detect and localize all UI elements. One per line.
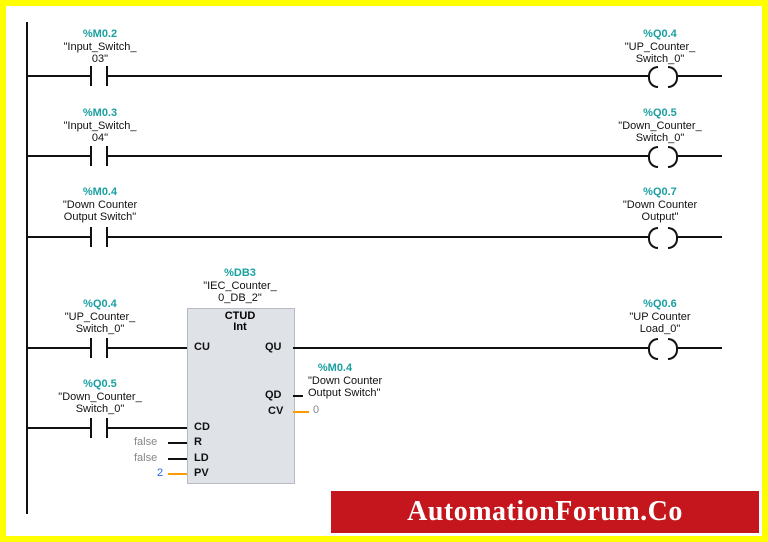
no-contact[interactable] <box>90 227 108 247</box>
db-tag: "IEC_Counter_ 0_DB_2" <box>203 280 277 304</box>
qd-address: %M0.4 <box>317 362 353 374</box>
rung-wire <box>293 347 648 349</box>
coil-tag: "UP_Counter_ Switch_0" <box>624 41 696 65</box>
qd-wire <box>293 395 303 397</box>
rung-wire <box>28 236 90 238</box>
rung-wire <box>28 155 90 157</box>
contact-tag: "Down Counter Output Switch" <box>62 199 138 223</box>
rung-wire <box>28 347 90 349</box>
output-coil[interactable] <box>648 338 678 360</box>
cu-contact[interactable] <box>90 338 108 358</box>
pin-cd: CD <box>194 421 210 433</box>
cd-contact-address: %Q0.5 <box>83 378 117 390</box>
contact-tag: "Input_Switch_ 03" <box>63 41 137 65</box>
coil-address: %Q0.4 <box>643 28 677 40</box>
rung-wire <box>678 155 722 157</box>
ld-wire <box>168 458 187 460</box>
contact-address: %M0.2 <box>82 28 118 40</box>
no-contact[interactable] <box>90 66 108 86</box>
db-address: %DB3 <box>224 267 256 279</box>
pin-r: R <box>194 436 202 448</box>
pv-value: 2 <box>157 467 164 479</box>
cd-contact[interactable] <box>90 418 108 438</box>
rung-wire <box>28 75 90 77</box>
coil-tag: "Down Counter Output" <box>622 199 698 223</box>
contact-address: %M0.4 <box>82 186 118 198</box>
ladder-diagram-editor <box>6 6 762 536</box>
qd-tag: "Down Counter Output Switch" <box>308 375 383 399</box>
qu-coil-address: %Q0.6 <box>643 298 677 310</box>
r-value: false <box>134 436 158 448</box>
rung-wire <box>678 75 722 77</box>
ld-value: false <box>134 452 158 464</box>
cu-contact-tag: "UP_Counter_ Switch_0" <box>64 311 136 335</box>
contact-tag: "Input_Switch_ 04" <box>63 120 137 144</box>
rung-wire <box>108 155 648 157</box>
pin-cu: CU <box>194 341 210 353</box>
rung-wire <box>678 347 722 349</box>
pin-cv: CV <box>268 405 284 417</box>
rung-wire <box>28 427 90 429</box>
left-power-rail <box>26 22 28 514</box>
rung-wire <box>108 427 187 429</box>
rung-wire <box>108 236 648 238</box>
coil-address: %Q0.7 <box>643 186 677 198</box>
r-wire <box>168 442 187 444</box>
pin-pv: PV <box>194 467 209 479</box>
watermark-banner: AutomationForum.Co <box>329 489 761 535</box>
rung-wire <box>108 347 187 349</box>
contact-address: %M0.3 <box>82 107 118 119</box>
cd-contact-tag: "Down_Counter_ Switch_0" <box>58 391 142 415</box>
cu-contact-address: %Q0.4 <box>83 298 117 310</box>
output-coil[interactable] <box>648 146 678 168</box>
pin-ld: LD <box>194 452 209 464</box>
pin-qu: QU <box>265 341 282 353</box>
block-type: CTUD <box>224 310 256 322</box>
block-datatype: Int <box>233 321 247 333</box>
rung-wire <box>108 75 648 77</box>
qu-coil-tag: "UP Counter Load_0" <box>629 311 691 335</box>
cv-value: 0 <box>313 404 320 416</box>
coil-address: %Q0.5 <box>643 107 677 119</box>
coil-tag: "Down_Counter_ Switch_0" <box>618 120 702 144</box>
pin-qd: QD <box>265 389 282 401</box>
cv-wire <box>293 411 309 413</box>
no-contact[interactable] <box>90 146 108 166</box>
output-coil[interactable] <box>648 227 678 249</box>
rung-wire <box>678 236 722 238</box>
pv-wire <box>168 473 187 475</box>
output-coil[interactable] <box>648 66 678 88</box>
